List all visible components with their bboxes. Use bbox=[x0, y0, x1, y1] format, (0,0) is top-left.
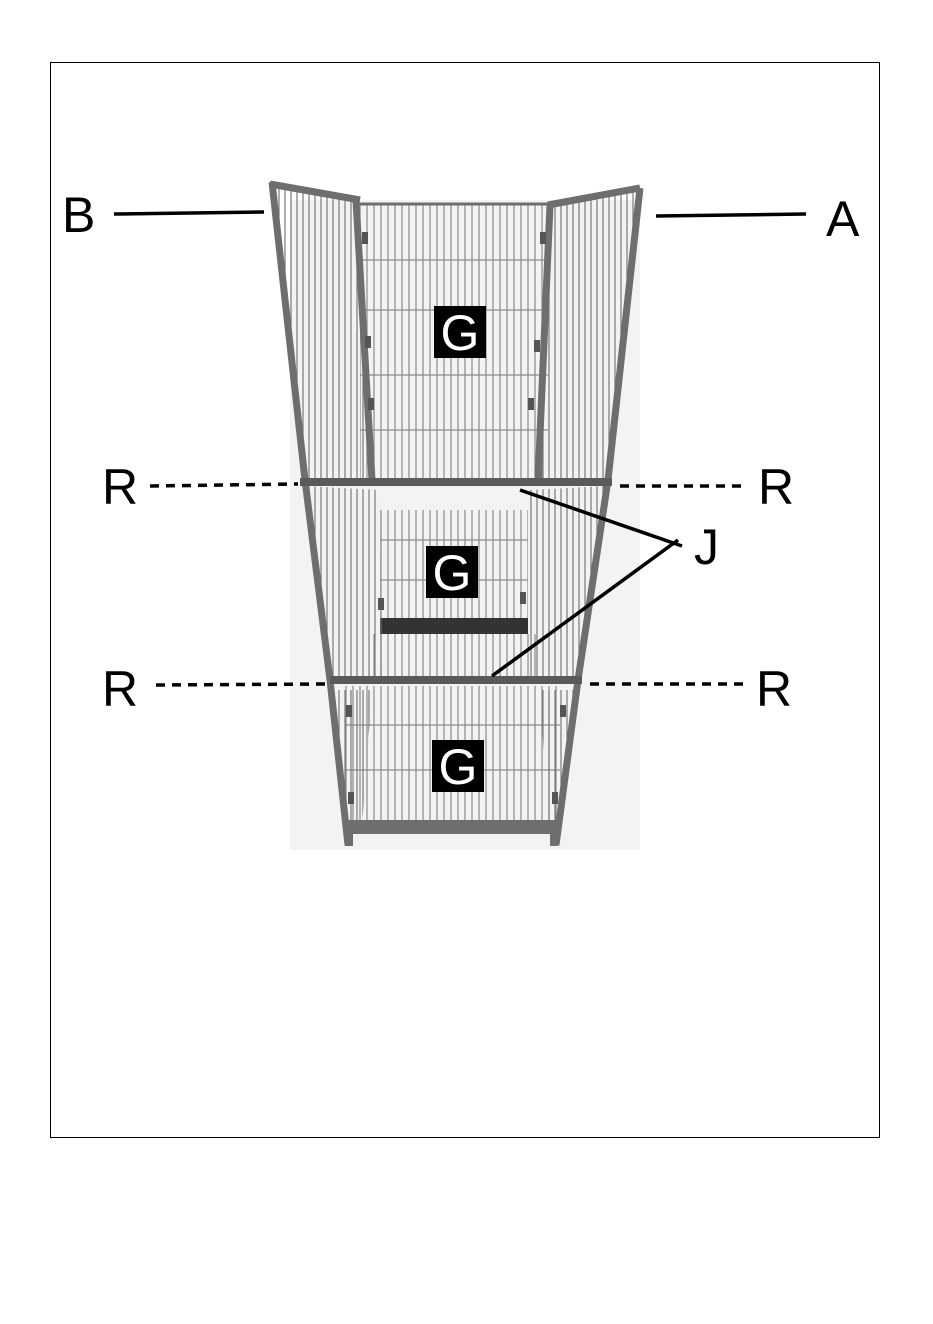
leader-line-A bbox=[656, 214, 806, 216]
callout-R-upper-left: R bbox=[102, 459, 138, 515]
middle-tray bbox=[380, 618, 528, 634]
callout-A: A bbox=[826, 191, 860, 247]
panel-badge-bottom: G bbox=[432, 739, 484, 795]
callout-R-lower-left: R bbox=[102, 661, 138, 717]
callout-R-upper-right: R bbox=[758, 459, 794, 515]
dashed-line-R-upper-left bbox=[150, 484, 298, 486]
panel-badge-middle: G bbox=[426, 545, 478, 601]
leader-line-B bbox=[114, 212, 264, 214]
badge-label: G bbox=[441, 305, 480, 361]
callout-B: B bbox=[62, 187, 95, 243]
dashed-line-R-lower-left bbox=[156, 684, 326, 685]
callout-R-lower-right: R bbox=[756, 661, 792, 717]
base-bar bbox=[345, 820, 560, 834]
callout-J: J bbox=[694, 519, 719, 575]
panel-badge-top: G bbox=[434, 305, 486, 361]
right-foot bbox=[550, 834, 558, 846]
badge-label: G bbox=[439, 739, 478, 795]
badge-label: G bbox=[433, 545, 472, 601]
left-foot bbox=[345, 834, 353, 846]
